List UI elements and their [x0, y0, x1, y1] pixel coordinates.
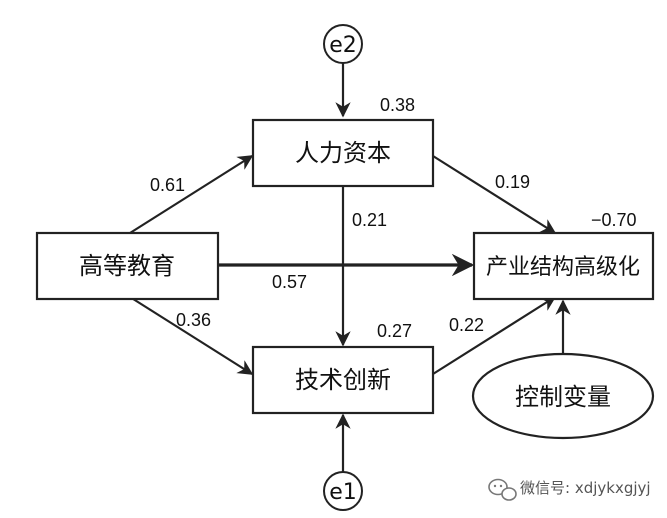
arrow-edu-to-tech: [129, 296, 254, 375]
watermark-text: 微信号: xdjykxgjyj: [520, 479, 651, 497]
coef-edu-to-industry: 0.57: [272, 272, 307, 292]
coef-human-to-tech: 0.21: [352, 210, 387, 230]
node-higher-education: [35, 231, 220, 301]
node-control-variables-label: 控制变量: [515, 383, 611, 411]
error-term-e1-label: e1: [329, 480, 357, 505]
node-tech-innovation: [251, 345, 435, 415]
r2-human-capital: 0.38: [380, 95, 415, 115]
node-human-capital: [251, 118, 435, 188]
coef-human-to-industry: 0.19: [495, 172, 530, 192]
r2-tech-innovation: 0.27: [377, 321, 412, 341]
error-term-e1: [323, 471, 363, 511]
error-term-e2-label: e2: [329, 33, 357, 58]
node-tech-innovation-label: 技术创新: [295, 366, 391, 394]
node-higher-education-label: 高等教育: [79, 252, 175, 280]
wechat-icon: [488, 478, 517, 501]
coef-edu-to-tech: 0.36: [176, 310, 211, 330]
node-human-capital-label: 人力资本: [295, 139, 391, 167]
coef-tech-to-industry: 0.22: [449, 315, 484, 335]
r2-industry-upgrade: −0.70: [591, 210, 637, 230]
coef-edu-to-human: 0.61: [150, 175, 185, 195]
node-industry-upgrade: [472, 231, 655, 301]
error-term-e2: [323, 24, 363, 64]
node-industry-upgrade-label: 产业结构高级化: [486, 255, 640, 280]
arrow-human-to-industry: [432, 155, 557, 234]
arrow-edu-to-human: [129, 155, 254, 234]
node-control-variables: [471, 352, 655, 440]
arrow-tech-to-industry: [432, 296, 557, 375]
